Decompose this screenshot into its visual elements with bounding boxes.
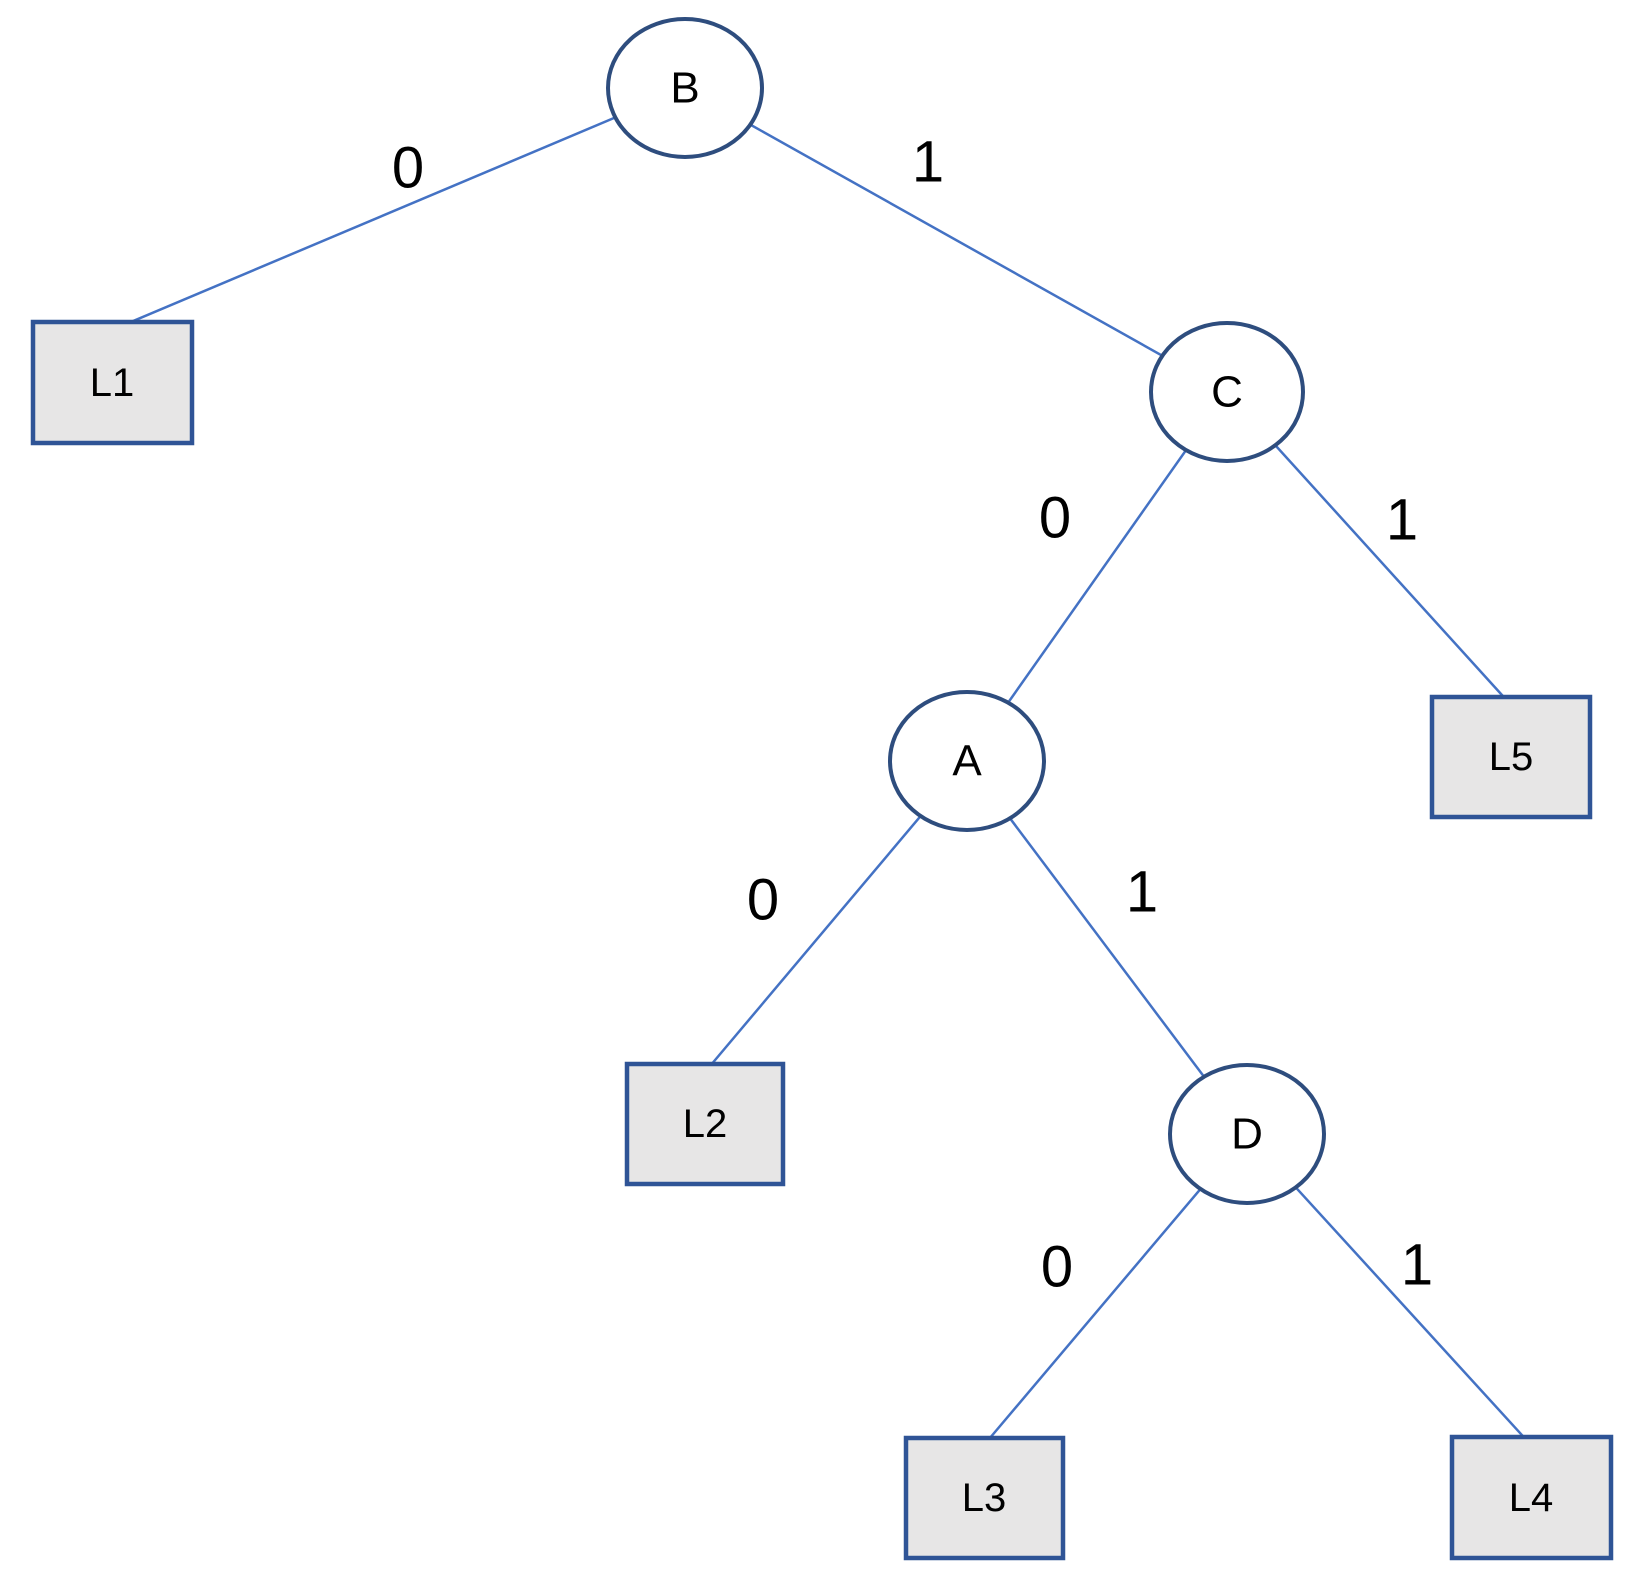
node-d-circle [1168, 1063, 1326, 1205]
edge-label-d-left: 0 [1041, 1235, 1073, 1300]
leaf-l5-box [1429, 694, 1593, 820]
node-a: A [888, 690, 1046, 832]
leaf-l3-label: L3 [962, 1476, 1007, 1520]
edge-label-c-left: 0 [1039, 486, 1071, 551]
leaf-l3-box [903, 1435, 1066, 1561]
node-b-label: B [670, 64, 699, 113]
leaf-l2-label: L2 [683, 1102, 728, 1146]
edge-b-l1 [111, 86, 686, 332]
node-d: D [1168, 1063, 1326, 1205]
node-c: C [1149, 321, 1305, 463]
edge-label-a-right: 1 [1126, 860, 1158, 925]
edge-b-c [684, 86, 1228, 394]
edge-label-b-left: 0 [392, 136, 424, 201]
node-b: B [606, 17, 764, 159]
edge-c-a [965, 391, 1229, 762]
edge-label-b-right: 1 [912, 130, 944, 195]
leaf-l4-label: L4 [1509, 1476, 1554, 1520]
edges [111, 86, 1532, 1446]
node-a-label: A [952, 737, 982, 786]
leaf-l1-box [30, 319, 195, 446]
node-a-circle [888, 690, 1046, 832]
node-c-circle [1149, 321, 1305, 463]
leaf-l3: L3 [903, 1435, 1066, 1561]
node-c-label: C [1211, 368, 1243, 417]
node-d-label: D [1231, 1110, 1263, 1159]
leaf-l5: L5 [1429, 694, 1593, 820]
edge-labels: 0 1 0 1 0 1 0 1 [392, 130, 1433, 1300]
leaf-l5-label: L5 [1489, 735, 1534, 779]
leaf-l1: L1 [30, 319, 195, 446]
leaf-l4-box [1449, 1434, 1614, 1561]
edge-label-a-left: 0 [747, 868, 779, 933]
leaf-l4: L4 [1449, 1434, 1614, 1561]
leaf-l2-box [624, 1061, 786, 1187]
edge-label-c-right: 1 [1386, 488, 1418, 553]
leaf-l1-label: L1 [90, 361, 135, 405]
node-b-circle [606, 17, 764, 159]
edge-label-d-right: 1 [1401, 1233, 1433, 1298]
edge-a-d [966, 760, 1248, 1135]
leaf-l2: L2 [624, 1061, 786, 1187]
